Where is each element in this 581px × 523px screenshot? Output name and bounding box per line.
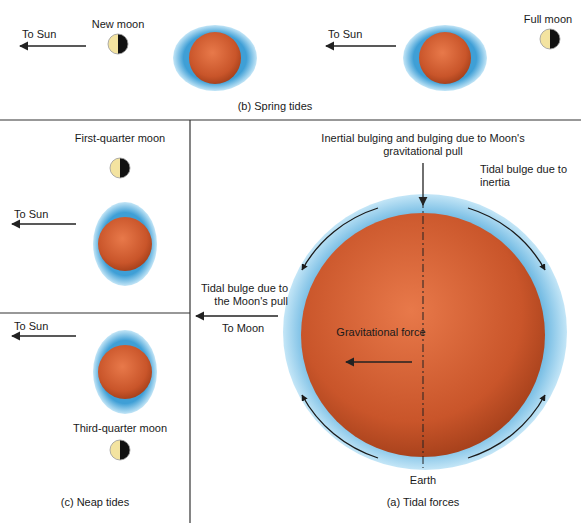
neap-tide-earths	[93, 202, 157, 414]
phase-label: Third-quarter moon	[55, 422, 185, 435]
panel-divider	[0, 120, 581, 523]
panel-caption: (b) Spring tides	[205, 100, 345, 113]
phase-label: New moon	[88, 18, 148, 31]
callout-label: Tidal bulge due to the Moon's pull	[192, 282, 288, 308]
callout-label: Tidal bulge due to inertia	[480, 163, 577, 189]
callout-label: Gravitational force	[336, 326, 426, 339]
spring-tide-earths	[173, 25, 487, 91]
phase-label: Full moon	[518, 13, 578, 26]
callout-label: Inertial bulging and bulging due to Moon…	[318, 132, 528, 158]
direction-label: To Moon	[222, 322, 264, 335]
direction-label: To Sun	[328, 28, 362, 41]
tidal-earth	[283, 194, 567, 470]
panel-caption: (c) Neap tides	[35, 496, 155, 509]
panel-caption: (a) Tidal forces	[355, 496, 491, 509]
phase-label: First-quarter moon	[55, 132, 185, 145]
direction-label: To Sun	[14, 208, 48, 221]
direction-label: To Sun	[22, 28, 56, 41]
part-label: Earth	[393, 474, 453, 487]
water-flow-arrow	[302, 208, 545, 458]
direction-label: To Sun	[14, 320, 48, 333]
